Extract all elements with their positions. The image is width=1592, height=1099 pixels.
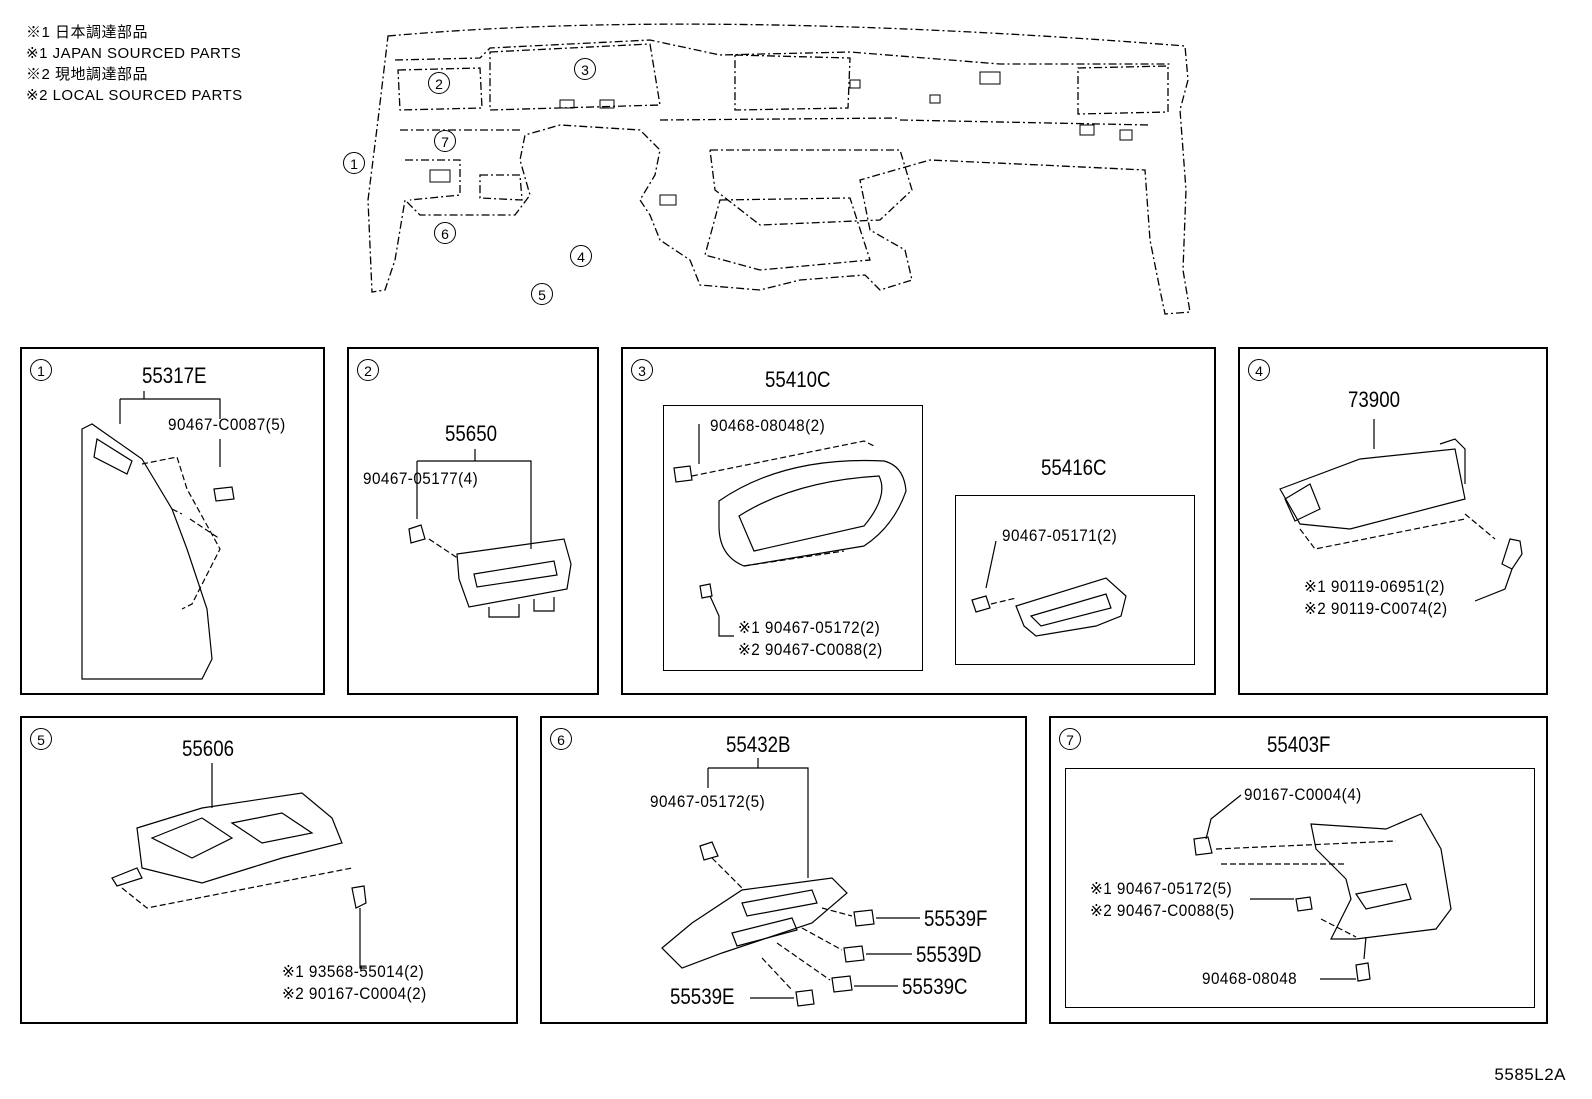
panel-2-fastener-1: 90467-05177(4) — [363, 469, 479, 488]
overview-callout-5: 5 — [531, 283, 553, 305]
panel-4-drawing — [1279, 419, 1523, 602]
panel-7-fastener-2: ※1 90467-05172(5) — [1090, 879, 1233, 898]
panel-5-badge: 5 — [30, 728, 52, 750]
panel-6-part-5: 55539E — [670, 984, 735, 1009]
panel-2-drawing — [408, 449, 572, 618]
panel-4-fastener-1: ※1 90119-06951(2) — [1304, 577, 1445, 596]
panel-1-badge: 1 — [30, 359, 52, 381]
panel-1-part-number: 55317E — [142, 363, 207, 388]
overview-callout-7: 7 — [434, 130, 456, 152]
panel-5: 5 55606 ※1 93568-55014(2) ※2 90167-C0004… — [20, 716, 518, 1024]
panel-3-sub-fastener-1: 90467-05171(2) — [1002, 526, 1118, 545]
panel-2-part-number: 55650 — [445, 421, 498, 446]
panel-6-fastener-1: 90467-05172(5) — [650, 792, 766, 811]
panel-3-inset-sub: 90467-05171(2) — [955, 495, 1195, 665]
panel-3-part-number: 55410C — [765, 367, 831, 392]
panel-7-part-number: 55403F — [1267, 732, 1331, 757]
overview-callout-3: 3 — [574, 58, 596, 80]
overview-callout-4: 4 — [570, 245, 592, 267]
panel-3-fastener-1: 90468-08048(2) — [710, 416, 826, 435]
panel-7: 7 55403F 90167-C0004(4) ※1 90467-05172(5… — [1049, 716, 1548, 1024]
panel-5-part-number: 55606 — [182, 736, 235, 761]
legend-line-3: ※2 現地調達部品 — [26, 66, 149, 83]
panel-3-fastener-3: ※2 90467-C0088(2) — [738, 640, 883, 659]
panel-6: 6 55432B 90467-05172(5) 55539F 55539D 55… — [540, 716, 1027, 1024]
panel-7-fastener-3: ※2 90467-C0088(5) — [1090, 901, 1235, 920]
panel-3-sub-part-number: 55416C — [1041, 455, 1107, 480]
overview-callout-2: 2 — [428, 72, 450, 94]
panel-5-fastener-2: ※2 90167-C0004(2) — [282, 984, 427, 1003]
panel-1-fastener-1: 90467-C0087(5) — [168, 415, 286, 434]
panel-4: 4 73900 ※1 90119-06951(2) ※2 90119-C0074… — [1238, 347, 1548, 695]
panel-6-badge: 6 — [550, 728, 572, 750]
panel-1-drawing — [81, 391, 235, 680]
panel-7-fastener-1: 90167-C0004(4) — [1244, 785, 1362, 804]
legend-line-4: ※2 LOCAL SOURCED PARTS — [26, 87, 243, 104]
panel-2: 2 55650 90467-05177(4) — [347, 347, 599, 695]
panel-6-part-2: 55539F — [924, 906, 988, 931]
panel-6-drawing — [661, 758, 920, 1007]
dashboard-overview-drawing — [367, 23, 1191, 315]
panel-3-fastener-2: ※1 90467-05172(2) — [738, 618, 881, 637]
overview-callout-6: 6 — [434, 222, 456, 244]
panel-4-part-number: 73900 — [1348, 387, 1401, 412]
panel-7-drawing — [1193, 794, 1452, 982]
panel-7-inset: 90167-C0004(4) ※1 90467-05172(5) ※2 9046… — [1065, 768, 1535, 1008]
panel-5-drawing — [111, 763, 367, 969]
panel-4-fastener-2: ※2 90119-C0074(2) — [1304, 599, 1448, 618]
panel-3-sub-drawing — [971, 540, 1127, 637]
overview-callout-1: 1 — [343, 152, 365, 174]
legend: ※1 日本調達部品 ※1 JAPAN SOURCED PARTS ※2 現地調達… — [26, 22, 243, 106]
panel-6-part-4: 55539C — [902, 974, 968, 999]
panel-3: 3 55410C 90468-08048(2) ※1 90467-05172(2… — [621, 347, 1216, 695]
panel-3-inset-cluster: 90468-08048(2) ※1 90467-05172(2) ※2 9046… — [663, 405, 923, 671]
legend-line-2: ※1 JAPAN SOURCED PARTS — [26, 45, 242, 62]
panel-3-badge: 3 — [631, 359, 653, 381]
panel-6-part-3: 55539D — [916, 942, 982, 967]
panel-5-fastener-1: ※1 93568-55014(2) — [282, 962, 425, 981]
panel-7-fastener-4: 90468-08048 — [1202, 969, 1298, 988]
panel-4-badge: 4 — [1248, 359, 1270, 381]
panel-2-badge: 2 — [357, 359, 379, 381]
panel-6-part-number: 55432B — [726, 732, 791, 757]
legend-line-1: ※1 日本調達部品 — [26, 24, 149, 41]
panel-1: 1 55317E 90467-C0087(5) — [20, 347, 325, 695]
drawing-code: 5585L2A — [1494, 1065, 1566, 1084]
panel-7-badge: 7 — [1059, 728, 1081, 750]
panel-3-cluster-drawing — [673, 424, 907, 637]
